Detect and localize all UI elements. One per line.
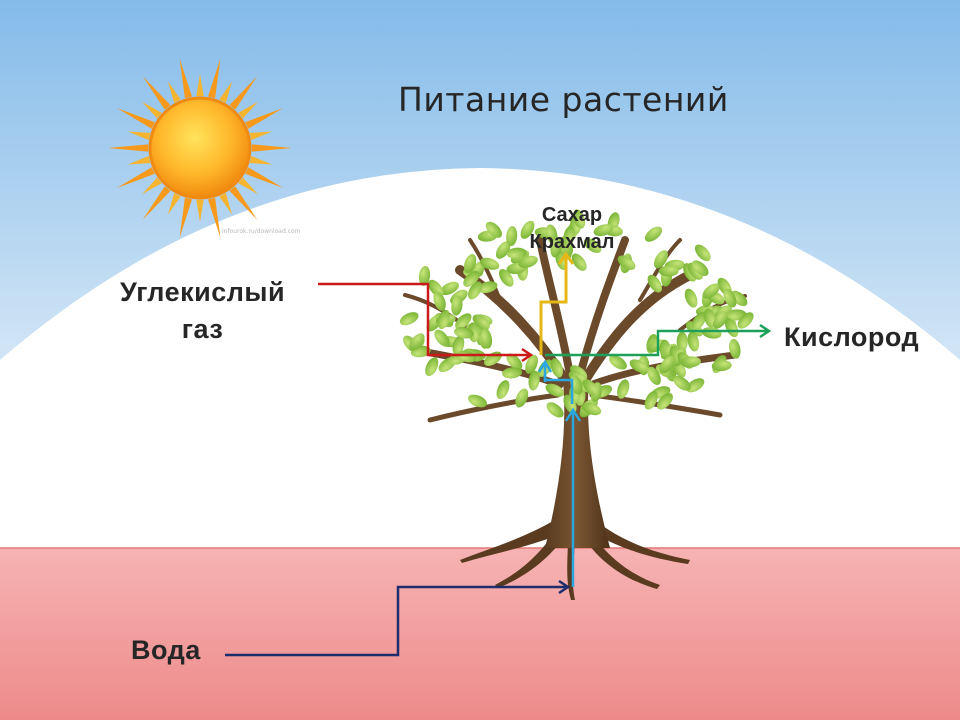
tree-trunk — [545, 372, 610, 548]
water-label: Вода — [131, 635, 201, 665]
co2-label: Углекислый газ — [95, 274, 310, 348]
oxygen-label: Кислород — [784, 322, 920, 352]
starch-label: Крахмал — [529, 231, 615, 253]
co2-arrow — [318, 282, 534, 363]
sugar-arrow — [539, 251, 575, 355]
oxygen-arrow — [545, 323, 772, 357]
co2-label-line1: Углекислый — [119, 277, 286, 307]
sugar-starch-label: Сахар Крахмал — [512, 202, 632, 256]
soil-layer — [0, 548, 960, 720]
water-arrow — [225, 359, 582, 657]
page-title: Питание растений — [398, 80, 729, 119]
watermark-text: infourok.ru/download.com — [222, 228, 301, 235]
co2-label-line2: газ — [181, 314, 224, 344]
sun-icon — [108, 58, 292, 238]
tree-leaves — [399, 209, 754, 418]
sugar-label: Сахар — [541, 204, 603, 226]
